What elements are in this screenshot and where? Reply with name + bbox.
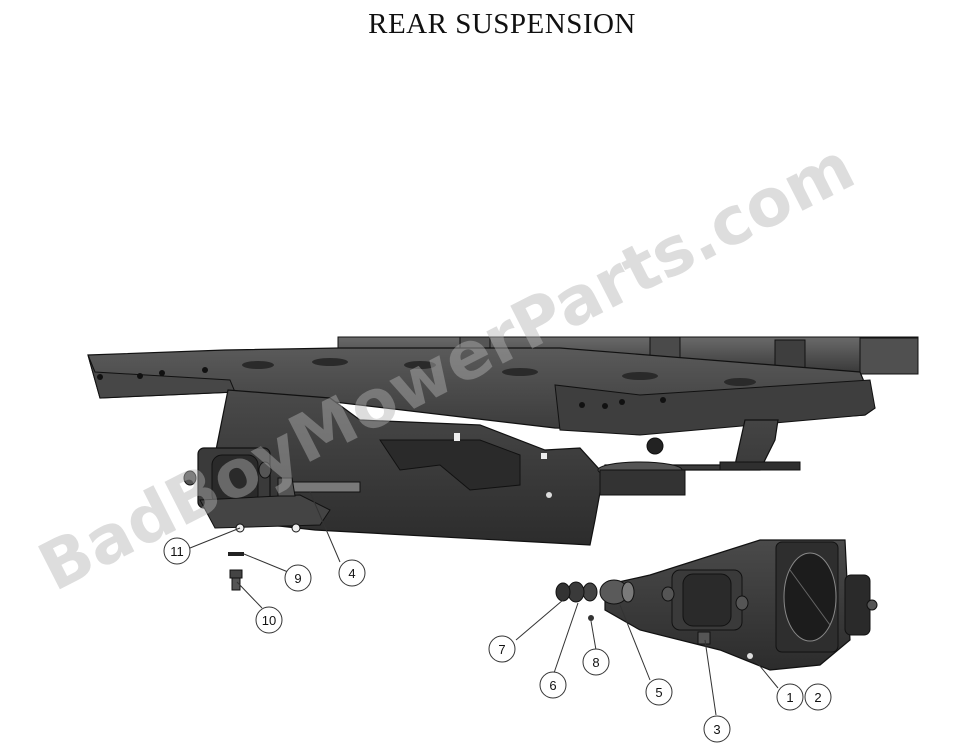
callout-label: 3 (713, 722, 720, 737)
exploded-isolator-assembly (555, 539, 878, 671)
callout-label: 8 (592, 655, 599, 670)
left-isolator-mount (183, 447, 361, 533)
hardware-left (228, 552, 244, 591)
callout-7: 7 (488, 635, 516, 663)
frame-plate (87, 347, 876, 436)
callout-label: 5 (655, 685, 662, 700)
callout-label: 6 (549, 678, 556, 693)
callout-1: 1 (776, 683, 804, 711)
callout-2: 2 (804, 683, 832, 711)
callout-label: 10 (262, 613, 276, 628)
callout-11: 11 (163, 537, 191, 565)
suspension-arm (209, 389, 801, 546)
right-frame-mount (597, 437, 686, 496)
leader-lines (189, 491, 779, 716)
callout-10: 10 (255, 606, 283, 634)
callout-8: 8 (582, 648, 610, 676)
callout-6: 6 (539, 671, 567, 699)
callout-label: 4 (348, 566, 355, 581)
callout-label: 7 (498, 642, 505, 657)
callout-3: 3 (703, 715, 731, 743)
page-title: REAR SUSPENSION (368, 8, 636, 40)
callout-label: 11 (170, 544, 184, 559)
callout-4: 4 (338, 559, 366, 587)
callout-label: 1 (786, 690, 793, 705)
callouts: 1 2 3 4 5 6 7 (163, 537, 832, 743)
callout-5: 5 (645, 678, 673, 706)
callout-label: 9 (294, 571, 301, 586)
callout-label: 2 (814, 690, 821, 705)
callout-9: 9 (284, 564, 312, 592)
